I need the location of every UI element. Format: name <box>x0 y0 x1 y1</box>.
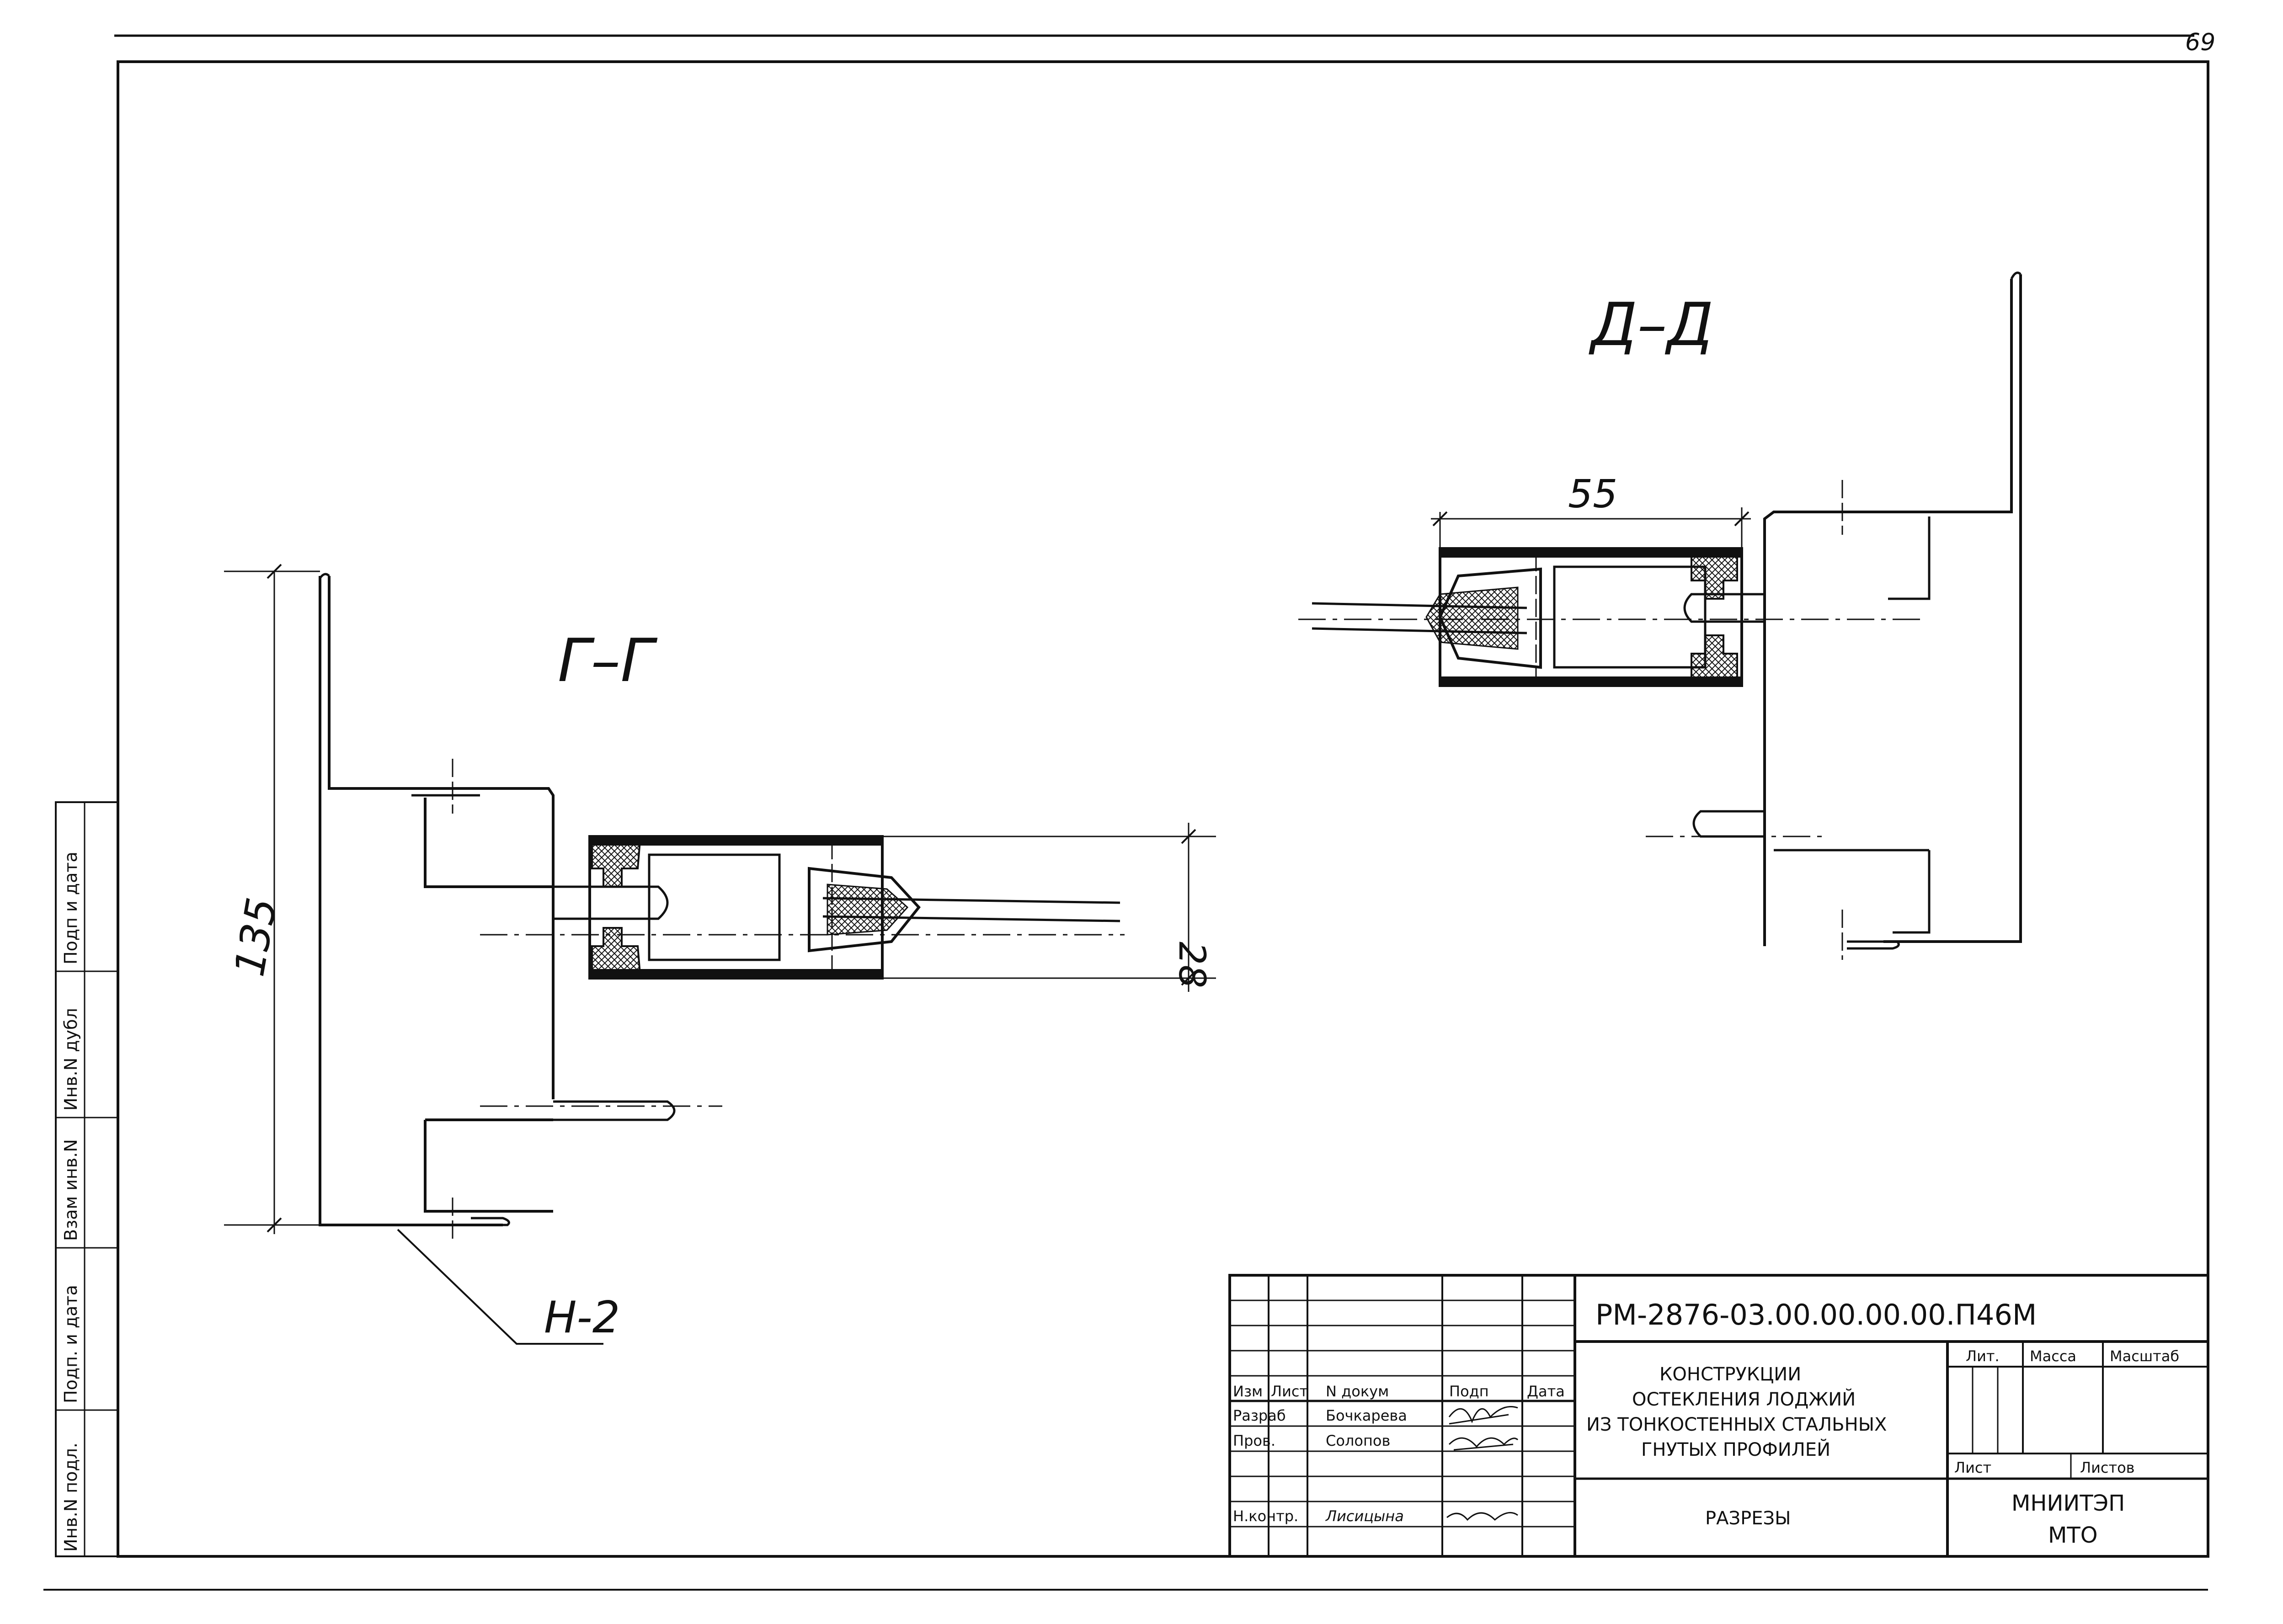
section-d-drawing: Д–Д 55 <box>1298 272 2022 960</box>
tb-lit-label: Лит. <box>1966 1347 2000 1365</box>
tb-org-line-1: МНИИТЭП <box>2011 1491 2125 1516</box>
tb-name-nkontr: Лисицына <box>1325 1507 1404 1525</box>
side-stamp-vzam-inv: Взам инв.N <box>61 1139 81 1241</box>
tb-header-data: Дата <box>1527 1383 1565 1400</box>
signature-razrab <box>1448 1406 1518 1425</box>
tb-title-line-3: ИЗ ТОНКОСТЕННЫХ СТАЛЬНЫХ <box>1586 1414 1887 1435</box>
signature-nkontr <box>1446 1512 1518 1521</box>
side-stamp-podp-data-1: Подп и дата <box>61 852 81 964</box>
section-g-drawing: Г–Г 135 <box>224 564 1216 1345</box>
tb-doc-code: РМ-2876-03.00.00.00.00.П46М <box>1595 1298 2037 1331</box>
tb-title-line-4: ГНУТЫХ ПРОФИЛЕЙ <box>1641 1438 1830 1460</box>
leader-label-n2: Н-2 <box>544 1293 620 1343</box>
signature-prov <box>1448 1437 1519 1451</box>
section-d-label: Д–Д <box>1589 290 1713 359</box>
side-stamp: Подп и дата Инв.N дубл Взам инв.N Подп. … <box>55 801 119 1557</box>
tb-name-razrab: Бочкарева <box>1326 1407 1407 1424</box>
dim-28: 28 <box>1171 942 1213 988</box>
tb-header-izm: Изм <box>1233 1383 1263 1400</box>
side-stamp-podp-data-2: Подп. и дата <box>61 1285 81 1403</box>
tb-massa-label: Масса <box>2030 1347 2076 1365</box>
side-stamp-inv-dubl: Инв.N дубл <box>61 1008 81 1111</box>
tb-header-list: Лист <box>1271 1383 1308 1400</box>
tb-role-razrab: Разраб <box>1233 1407 1286 1424</box>
tb-list-label: Лист <box>1954 1459 1991 1476</box>
tb-sheet-title: РАЗРЕЗЫ <box>1705 1508 1791 1529</box>
drawing-frame <box>117 60 2209 1558</box>
tb-name-prov: Солопов <box>1326 1432 1390 1449</box>
tb-masshtab-label: Масштаб <box>2110 1347 2179 1365</box>
tb-role-prov: Пров. <box>1233 1432 1275 1449</box>
side-stamp-inv-podl: Инв.N подл. <box>61 1443 81 1552</box>
tb-org-line-2: МТО <box>2048 1523 2098 1548</box>
section-g-label: Г–Г <box>558 626 657 695</box>
tb-role-nkontr: Н.контр. <box>1233 1507 1298 1525</box>
tb-listov-label: Листов <box>2080 1459 2135 1476</box>
dim-55: 55 <box>1568 472 1617 517</box>
tb-header-ndoc: N докум <box>1326 1383 1389 1400</box>
dim-135: 135 <box>225 894 286 980</box>
title-block: Изм Лист N докум Подп Дата Разраб Бочкар… <box>1228 1274 2209 1558</box>
tb-header-podp: Подп <box>1449 1383 1489 1400</box>
tb-title-line-1: КОНСТРУКЦИИ <box>1659 1364 1801 1385</box>
sheet-number: 69 <box>2185 29 2215 56</box>
tb-title-line-2: ОСТЕКЛЕНИЯ ЛОДЖИЙ <box>1632 1388 1856 1410</box>
